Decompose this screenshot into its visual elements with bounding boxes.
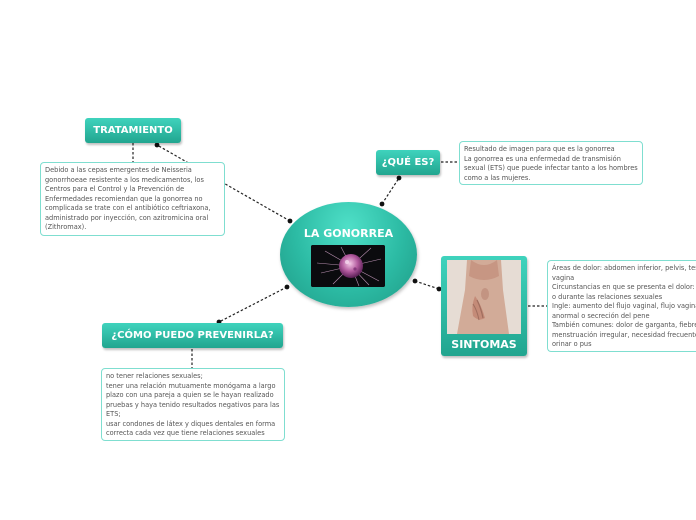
note-line: (Zithromax). [45, 223, 87, 231]
note-line: sexual (ETS) que puede infectar tanto a … [464, 164, 638, 172]
throat-image [447, 260, 521, 334]
central-title: LA GONORREA [303, 227, 394, 240]
topic-que-es-label: ¿QUÉ ES? [381, 157, 435, 168]
topic-sintomas[interactable]: SINTOMAS [441, 256, 527, 356]
note-line: correcta cada vez que tiene relaciones s… [106, 429, 265, 437]
note-line: La gonorrea es una enfermedad de transmi… [464, 154, 621, 163]
note-line: administrado por inyección, con azitromi… [45, 213, 209, 222]
note-line: Áreas de dolor: abdomen inferior, pelvis… [552, 264, 696, 272]
note-line: complicada se trate con el antibiótico c… [45, 204, 211, 212]
connector-central-que-es [381, 177, 400, 205]
topic-que-es[interactable]: ¿QUÉ ES? [376, 150, 440, 175]
note-line: pruebas y haya tenido resultados negativ… [106, 400, 280, 409]
topic-prevenir[interactable]: ¿CÓMO PUEDO PREVENIRLA? [102, 323, 283, 348]
topic-prevenir-label: ¿CÓMO PUEDO PREVENIRLA? [111, 330, 274, 341]
note-line: También comunes: dolor de garganta, fieb… [552, 321, 696, 329]
bacteria-image [311, 245, 385, 287]
note-line: menstruación irregular, necesidad frecue… [552, 330, 696, 339]
note-line: gonorrhoeae resistente a los medicamento… [45, 175, 204, 184]
note-line: plazo con una pareja a quien se le hayan… [106, 391, 274, 399]
note-line: como a las mujeres. [464, 173, 531, 182]
note-line: Circunstancias en que se presenta el dol… [552, 283, 696, 291]
connector-central-sintomas [414, 280, 440, 290]
note-line: Enfermedades recomiendan que la gonorrea… [45, 194, 203, 203]
note-tratamiento: Debido a las cepas emergentes de Neisser… [40, 162, 225, 236]
note-line: orinar o pus [552, 340, 592, 348]
topic-tratamiento-label: TRATAMIENTO [93, 125, 173, 136]
note-sintomas: Áreas de dolor: abdomen inferior, pelvis… [547, 260, 696, 352]
note-line: anormal o secreción del pene [552, 311, 650, 320]
topic-tratamiento[interactable]: TRATAMIENTO [85, 118, 181, 143]
topic-sintomas-label: SINTOMAS [451, 338, 517, 351]
note-line: tener una relación mutuamente monógama a… [106, 381, 276, 390]
note-line: Ingle: aumento del flujo vaginal, flujo … [552, 302, 696, 310]
note-line: Resultado de imagen para que es la gonor… [464, 145, 615, 153]
note-line: vagina [552, 273, 575, 282]
note-line: no tener relaciones sexuales; [106, 372, 203, 380]
note-prevenir: no tener relaciones sexuales; tener una … [101, 368, 285, 441]
note-line: o durante las relaciones sexuales [552, 292, 663, 301]
central-topic[interactable]: LA GONORREA [280, 202, 417, 307]
note-line: ETS; [106, 410, 121, 418]
note-line: Debido a las cepas emergentes de Neisser… [45, 166, 192, 174]
connector-central-prevenir [218, 286, 288, 323]
note-line: Centros para el Control y la Prevención … [45, 185, 185, 193]
note-que-es: Resultado de imagen para que es la gonor… [459, 141, 643, 185]
note-line: usar condones de látex y diques dentales… [106, 419, 276, 428]
